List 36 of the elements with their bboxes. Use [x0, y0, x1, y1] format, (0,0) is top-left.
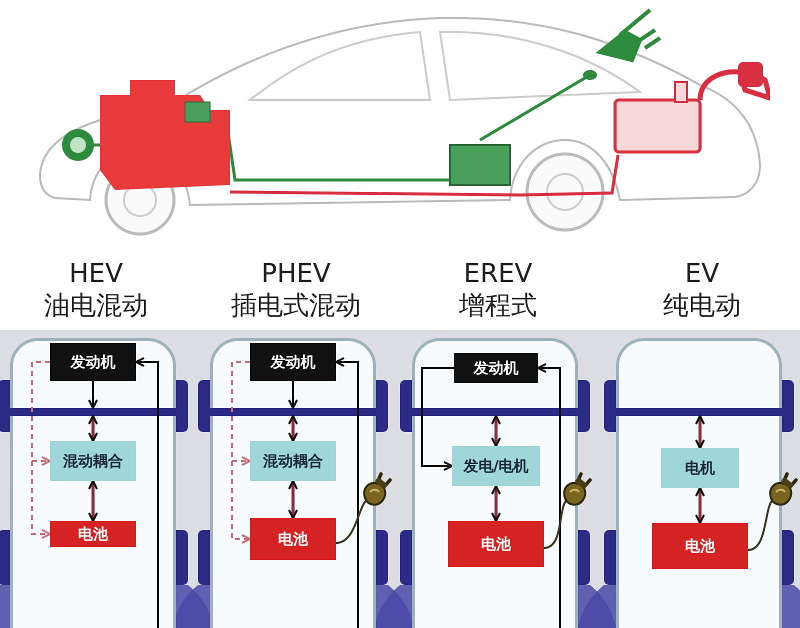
power-cord [336, 499, 368, 544]
arrow [335, 357, 359, 628]
power-cord [544, 499, 568, 549]
component-box: 混动耦合 [50, 441, 136, 481]
arrow [88, 415, 98, 442]
arrow [695, 415, 705, 449]
arrow [88, 480, 98, 522]
battery-box: 电池 [50, 521, 136, 547]
arrow [288, 480, 298, 519]
arrow [695, 487, 705, 524]
battery-box: 电池 [250, 518, 336, 560]
battery-box: 电池 [448, 521, 544, 567]
arrow [88, 381, 98, 409]
arrow [421, 367, 454, 471]
type-abbreviation: EREV [462, 259, 534, 289]
type-name: 增程式 [458, 291, 538, 321]
component-box: 电机 [661, 448, 739, 488]
arrow [288, 381, 298, 409]
type-abbreviation: HEV [68, 259, 124, 289]
arrow [491, 415, 501, 447]
engine-box: 发动机 [454, 353, 538, 383]
type-abbreviation: PHEV [260, 259, 332, 289]
type-name: 纯电动 [662, 291, 742, 321]
type-name: 油电混动 [43, 291, 149, 321]
engine-box: 发动机 [250, 343, 336, 381]
type-abbreviation: EV [684, 259, 720, 289]
arrow [288, 415, 298, 442]
power-cord [748, 499, 774, 551]
engine-box: 发动机 [50, 343, 136, 381]
arrow [537, 363, 561, 628]
arrow [135, 357, 159, 628]
arrow [491, 485, 501, 522]
battery-box: 电池 [652, 523, 748, 569]
component-box: 发电/电机 [452, 446, 540, 486]
component-box: 混动耦合 [250, 441, 336, 481]
type-name: 插电式混动 [230, 291, 362, 321]
